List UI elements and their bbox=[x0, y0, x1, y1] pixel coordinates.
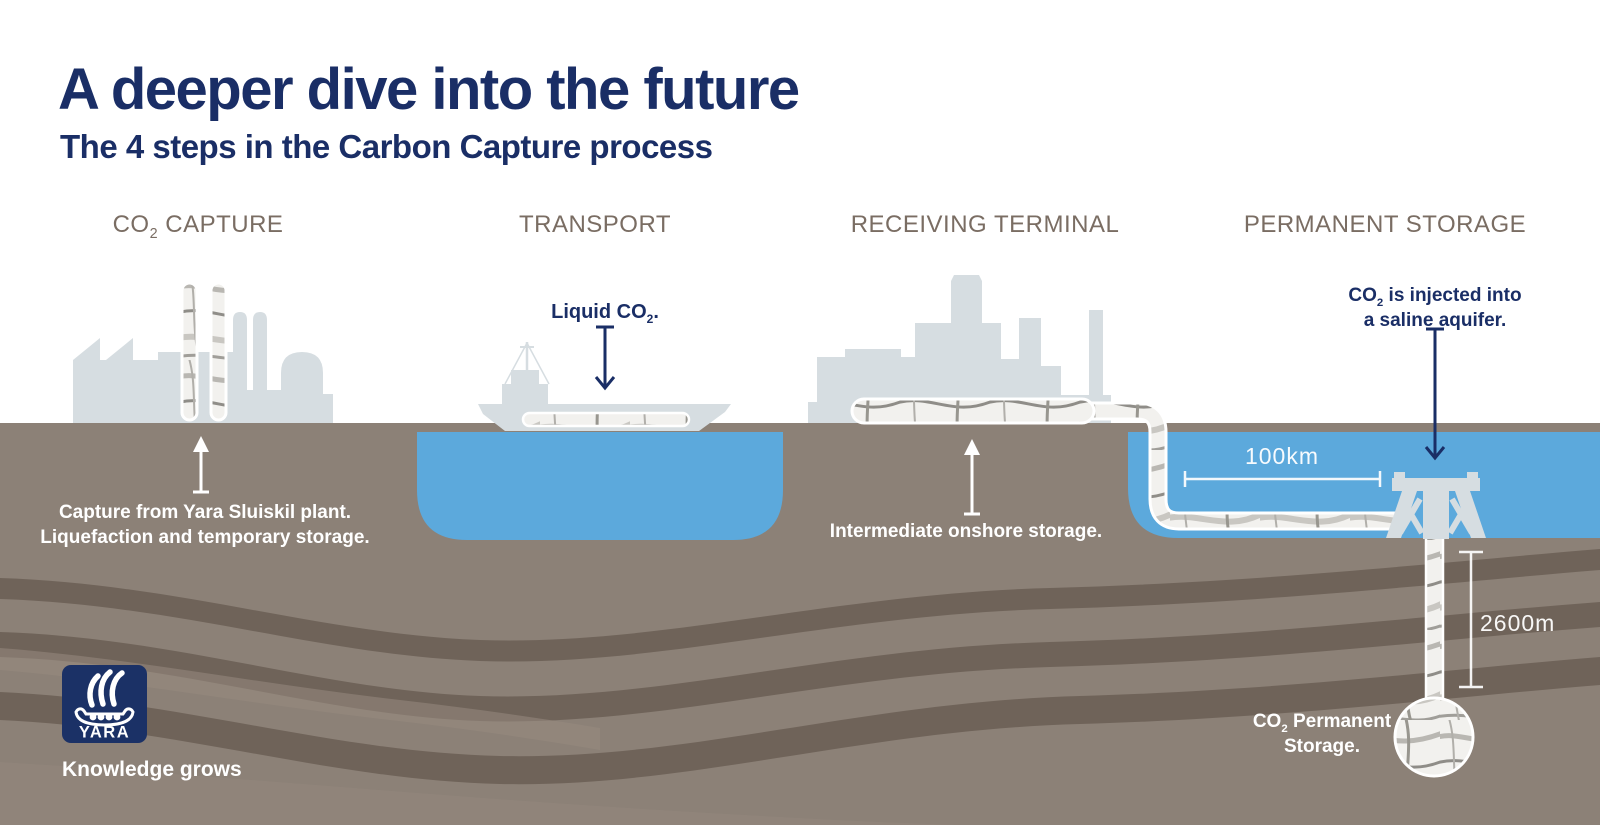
ship-illustration bbox=[478, 342, 731, 431]
liquid-co2-text2: . bbox=[653, 301, 659, 323]
yara-wordmark: YARA bbox=[79, 724, 130, 742]
distance-ruler-100km bbox=[1183, 471, 1382, 487]
page-title: A deeper dive into the future bbox=[58, 57, 800, 122]
reservoir-note-line2: Storage. bbox=[1283, 735, 1361, 757]
injection-arrow-down bbox=[1424, 327, 1446, 461]
liquid-co2-label: Liquid CO2. bbox=[551, 299, 659, 325]
liquid-co2-arrow-down bbox=[594, 325, 616, 391]
terminal-arrow-up bbox=[964, 439, 980, 516]
ship-co2-tank bbox=[521, 411, 691, 428]
step-heading-storage: PERMANENT STORAGE bbox=[1243, 211, 1527, 238]
liquid-co2-text: Liquid CO bbox=[551, 301, 647, 323]
co2-subscript: 2 bbox=[646, 312, 654, 326]
reservoir-text2: Permanent bbox=[1287, 711, 1392, 732]
injection-text2: is injected into bbox=[1383, 285, 1522, 306]
strata-band-light bbox=[0, 762, 960, 825]
terminal-illustration bbox=[808, 275, 1111, 423]
reservoir-note: CO2 Permanent Storage. bbox=[1253, 710, 1391, 759]
co2-subscript: 2 bbox=[1281, 722, 1288, 735]
yara-logo: YARA bbox=[62, 665, 147, 743]
co2-subscript: 2 bbox=[1376, 296, 1384, 309]
step-heading-transport: TRANSPORT bbox=[518, 211, 672, 238]
step-heading-capture: CO2 CAPTURE bbox=[112, 211, 284, 242]
capture-note-line1: Capture from Yara Sluiskil plant. bbox=[58, 502, 352, 523]
viking-ship-shields bbox=[89, 713, 121, 721]
capture-arrow-up bbox=[193, 436, 209, 494]
distance-label: 100km bbox=[1244, 443, 1320, 469]
injection-note-line1: CO2 is injected into bbox=[1348, 284, 1521, 309]
strata-band bbox=[0, 657, 1600, 785]
capture-note: Capture from Yara Sluiskil plant. Liquef… bbox=[40, 501, 369, 550]
capture-note-line2: Liquefaction and temporary storage. bbox=[40, 526, 370, 548]
terminal-storage-tank bbox=[850, 397, 1096, 425]
injection-text: CO bbox=[1348, 285, 1377, 306]
factory-chimneys bbox=[180, 281, 228, 422]
logo-tagline: Knowledge grows bbox=[62, 758, 242, 781]
factory-illustration bbox=[73, 312, 333, 423]
depth-ruler-2600m bbox=[1459, 550, 1483, 689]
subsea-pipeline bbox=[1090, 401, 1396, 531]
reservoir-note-line1: CO2 Permanent bbox=[1253, 710, 1391, 735]
co2-subscript: 2 bbox=[149, 225, 159, 242]
step-heading-terminal: RECEIVING TERMINAL bbox=[850, 211, 1120, 238]
subsea-template-illustration bbox=[1386, 472, 1486, 539]
step-heading-capture-text2: CAPTURE bbox=[158, 211, 284, 238]
injection-note-line2: a saline aquifer. bbox=[1363, 309, 1507, 331]
depth-label: 2600m bbox=[1480, 610, 1556, 636]
harbour-water bbox=[417, 432, 783, 540]
reservoir-text: CO bbox=[1252, 711, 1282, 732]
strata-band-light bbox=[0, 648, 600, 750]
step-heading-capture-text: CO bbox=[112, 211, 150, 238]
terminal-note: Intermediate onshore storage. bbox=[829, 521, 1103, 542]
page-subtitle: The 4 steps in the Carbon Capture proces… bbox=[60, 128, 713, 165]
reservoir-circle bbox=[1393, 696, 1475, 778]
viking-ship-icon bbox=[74, 669, 135, 727]
strata-band bbox=[0, 602, 1600, 722]
injection-note: CO2 is injected into a saline aquifer. bbox=[1348, 284, 1521, 333]
yara-logo-graphic: YARA bbox=[62, 665, 147, 743]
